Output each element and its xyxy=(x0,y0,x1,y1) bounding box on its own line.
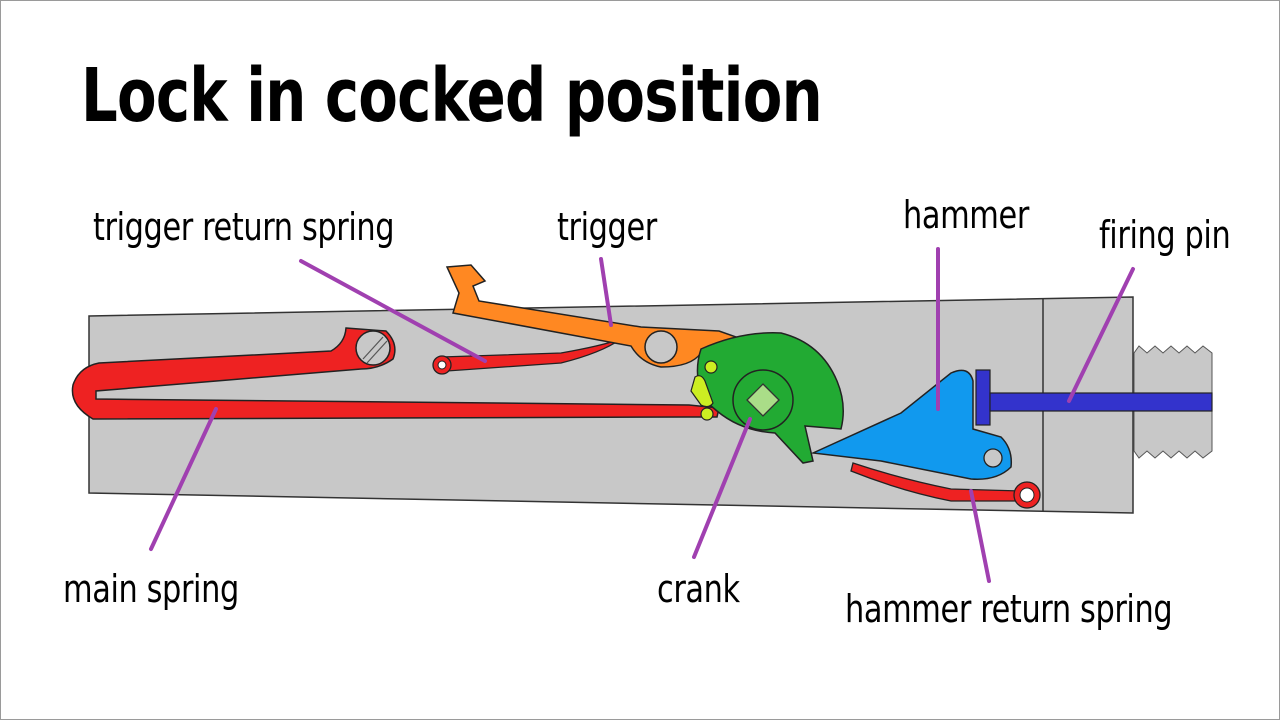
leader-main-spring xyxy=(149,407,218,551)
page-title: Lock in cocked position xyxy=(81,53,823,139)
leader-hammer-return-spring xyxy=(969,489,991,583)
label-hammer-return-spring: hammer return spring xyxy=(845,587,1173,631)
label-crank: crank xyxy=(657,567,740,611)
hammer-part xyxy=(810,369,1013,480)
firing-pin-head xyxy=(975,369,991,426)
label-trigger-return-spring: trigger return spring xyxy=(93,205,395,249)
crank-tab xyxy=(690,375,714,408)
leader-firing-pin xyxy=(1067,267,1135,403)
label-firing-pin: firing pin xyxy=(1099,213,1231,257)
firing-pin-rod xyxy=(989,392,1213,412)
label-main-spring: main spring xyxy=(63,567,239,611)
leader-trigger-return-spring xyxy=(299,259,487,363)
label-trigger: trigger xyxy=(557,205,657,249)
main-spring xyxy=(71,327,720,420)
leader-crank xyxy=(692,417,752,559)
leader-trigger xyxy=(599,257,613,327)
label-hammer: hammer xyxy=(903,193,1029,237)
